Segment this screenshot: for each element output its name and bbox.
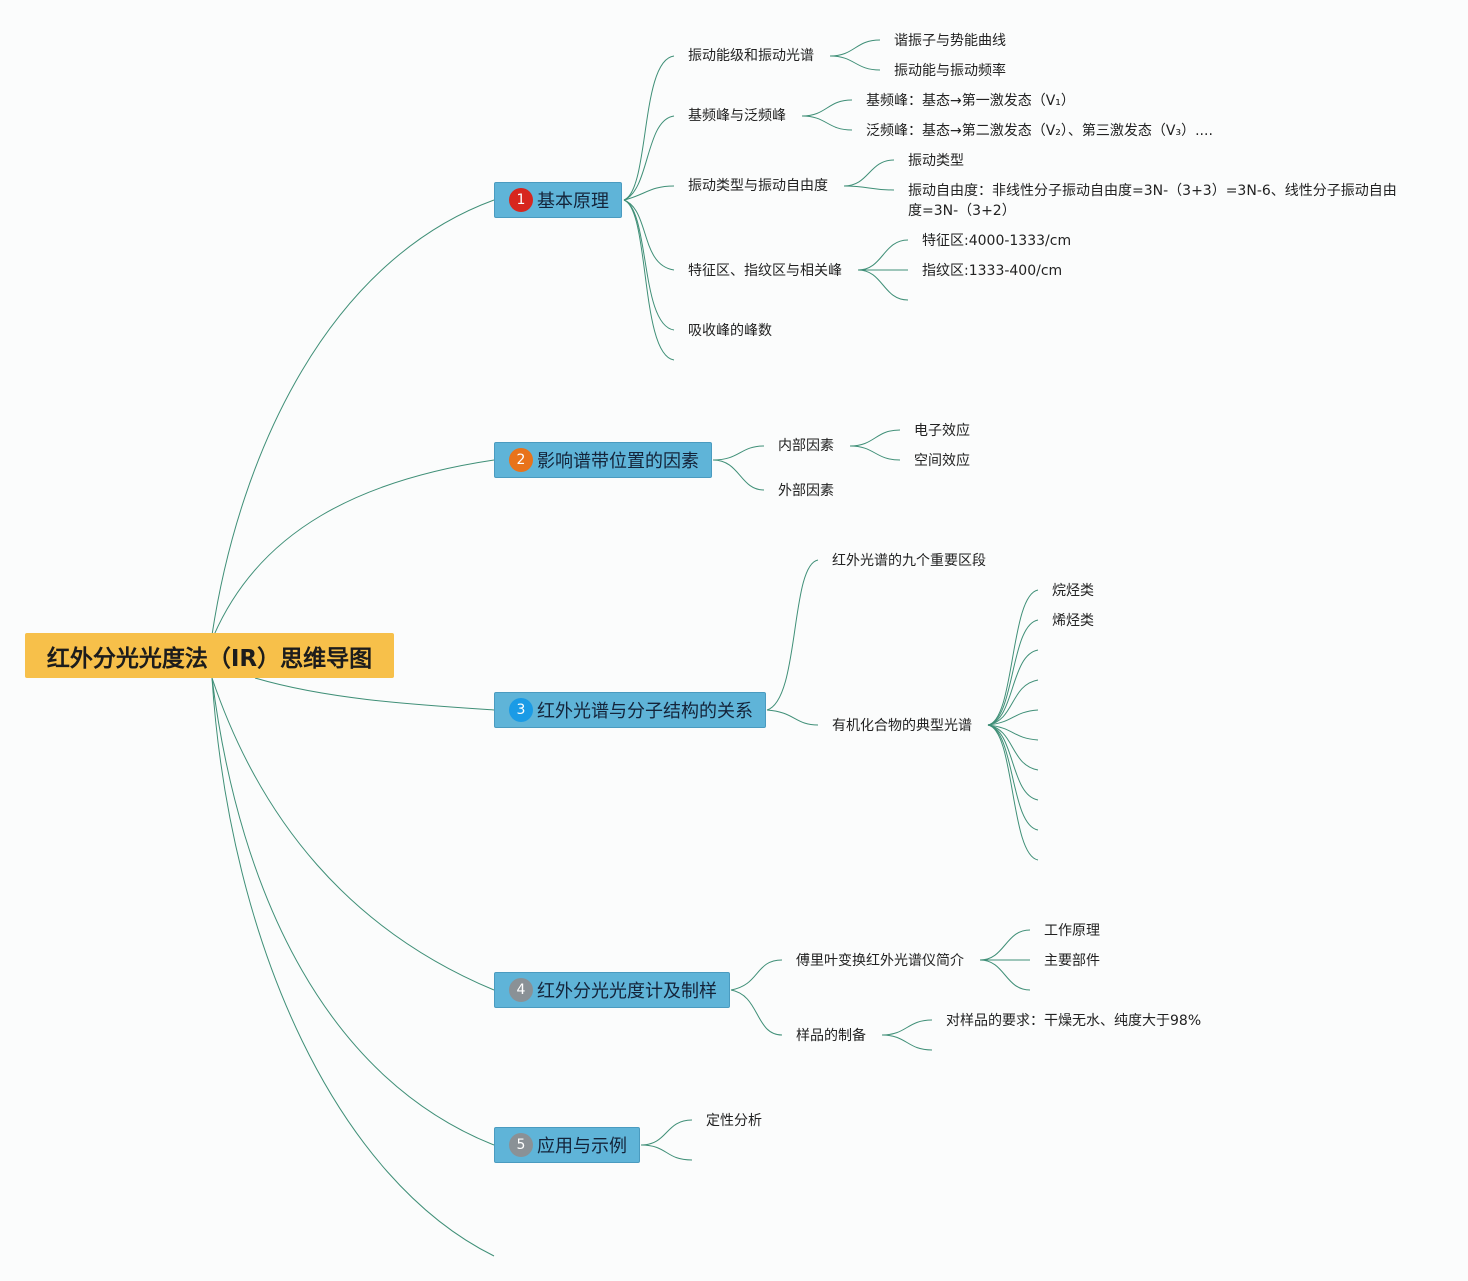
topic-node[interactable]: 红外光谱的九个重要区段 xyxy=(832,553,986,569)
topic-node[interactable]: 傅里叶变换红外光谱仪简介 xyxy=(796,953,964,969)
link-b2c1-l1 xyxy=(849,429,901,447)
link-b3c2-l3 xyxy=(987,649,1039,726)
link-b3c2-l5 xyxy=(987,709,1039,726)
link-b5-c1 xyxy=(640,1119,693,1146)
branch-label: 红外光谱与分子结构的关系 xyxy=(537,701,753,722)
leaf-node[interactable]: 空间效应 xyxy=(914,453,970,469)
branch-number-badge: 4 xyxy=(509,978,533,1002)
link-b2c1-l2 xyxy=(849,445,901,461)
branch-number-badge: 2 xyxy=(509,448,533,472)
leaf-node[interactable]: 烯烃类 xyxy=(1052,613,1094,629)
link-root-b3 xyxy=(254,677,495,711)
link-root-b4 xyxy=(211,677,495,991)
link-b1c4-l1 xyxy=(857,239,909,271)
topic-node[interactable]: 基频峰与泛频峰 xyxy=(688,108,786,124)
link-root-b6 xyxy=(211,677,495,1257)
link-b3c2-l9 xyxy=(987,724,1039,831)
link-b1c2-l1 xyxy=(801,99,853,117)
link-root-b1 xyxy=(211,199,495,636)
topic-node[interactable]: 特征区、指纹区与相关峰 xyxy=(688,263,842,279)
branch-number-badge: 3 xyxy=(509,698,533,722)
link-b5-c2 xyxy=(640,1144,693,1161)
link-b4c1-l1 xyxy=(979,929,1031,961)
leaf-node[interactable]: 指纹区:1333-400/cm xyxy=(922,263,1063,279)
topic-node[interactable]: 振动类型与振动自由度 xyxy=(688,178,828,194)
branch-label: 红外分光光度计及制样 xyxy=(537,981,717,1002)
link-b3c2-l7 xyxy=(987,724,1039,771)
branch-label: 影响谱带位置的因素 xyxy=(537,451,699,472)
topic-node[interactable]: 外部因素 xyxy=(778,483,834,499)
link-b1c1-l1 xyxy=(829,39,881,57)
link-b4c1-l3 xyxy=(979,959,1031,991)
link-b1c1-l2 xyxy=(829,55,881,71)
leaf-node[interactable]: 工作原理 xyxy=(1044,923,1100,939)
link-b1-c6 xyxy=(623,199,675,361)
link-b1c4-l3 xyxy=(857,269,909,301)
link-b4c2-l2 xyxy=(881,1034,933,1051)
topic-node[interactable]: 定性分析 xyxy=(706,1113,762,1129)
link-b1-c3 xyxy=(623,185,675,201)
branch-node-1[interactable]: 1 基本原理 xyxy=(494,182,622,218)
link-b3c2-l10 xyxy=(987,724,1039,861)
link-b1-c5 xyxy=(623,199,675,331)
link-b1-c2 xyxy=(623,115,675,201)
link-b3-c1 xyxy=(766,559,819,711)
topic-node[interactable]: 吸收峰的峰数 xyxy=(688,323,772,339)
link-root-b5 xyxy=(211,677,495,1146)
root-node[interactable]: 红外分光光度法（IR）思维导图 xyxy=(25,633,394,678)
link-b3c2-l8 xyxy=(987,724,1039,801)
topic-node[interactable]: 有机化合物的典型光谱 xyxy=(832,718,972,734)
link-b1c3-l1 xyxy=(843,159,895,187)
topic-node[interactable]: 内部因素 xyxy=(778,438,834,454)
root-title: 红外分光光度法（IR）思维导图 xyxy=(46,645,373,672)
leaf-node[interactable]: 烷烃类 xyxy=(1052,583,1094,599)
link-b3c2-l4 xyxy=(987,679,1039,726)
link-b1c3-l2 xyxy=(843,185,895,191)
topic-node[interactable]: 样品的制备 xyxy=(796,1028,866,1044)
topic-node[interactable]: 振动能级和振动光谱 xyxy=(688,48,814,64)
link-b3c2-l1 xyxy=(987,589,1039,726)
link-b2-c2 xyxy=(712,459,765,491)
branch-label: 应用与示例 xyxy=(537,1136,627,1157)
leaf-node[interactable]: 振动能与振动频率 xyxy=(894,63,1006,79)
leaf-node[interactable]: 特征区:4000-1333/cm xyxy=(922,233,1072,249)
link-root-b2 xyxy=(213,459,495,636)
branch-node-2[interactable]: 2 影响谱带位置的因素 xyxy=(494,442,712,478)
leaf-node[interactable]: 主要部件 xyxy=(1044,953,1100,969)
link-b4c2-l1 xyxy=(881,1019,933,1036)
leaf-node[interactable]: 电子效应 xyxy=(914,423,970,439)
branch-number-badge: 5 xyxy=(509,1133,533,1157)
link-b3c2-l6 xyxy=(987,724,1039,741)
leaf-node[interactable]: 谐振子与势能曲线 xyxy=(894,33,1006,49)
link-b2-c1 xyxy=(712,445,765,461)
link-b1-c4 xyxy=(623,199,675,271)
branch-label: 基本原理 xyxy=(537,191,609,212)
link-b1-c1 xyxy=(623,55,675,201)
branch-node-4[interactable]: 4 红外分光光度计及制样 xyxy=(494,972,730,1008)
leaf-node[interactable]: 泛频峰：基态→第二激发态（V₂）、第三激发态（V₃）.... xyxy=(866,123,1213,139)
link-b3c2-l2 xyxy=(987,619,1039,726)
link-b1c2-l2 xyxy=(801,115,853,131)
leaf-node[interactable]: 振动自由度：非线性分子振动自由度=3N-（3+3）=3N-6、线性分子振动自由度… xyxy=(908,183,1397,219)
branch-node-5[interactable]: 5 应用与示例 xyxy=(494,1127,640,1163)
leaf-node[interactable]: 对样品的要求：干燥无水、纯度大于98% xyxy=(946,1013,1202,1029)
link-b3-c2 xyxy=(766,709,819,726)
link-b4-c1 xyxy=(730,959,783,991)
branch-number-badge: 1 xyxy=(509,188,533,212)
link-b4-c2 xyxy=(730,989,783,1036)
leaf-node[interactable]: 基频峰：基态→第一激发态（V₁） xyxy=(866,93,1075,109)
leaf-node[interactable]: 振动类型 xyxy=(908,153,964,169)
branch-node-3[interactable]: 3 红外光谱与分子结构的关系 xyxy=(494,692,766,728)
